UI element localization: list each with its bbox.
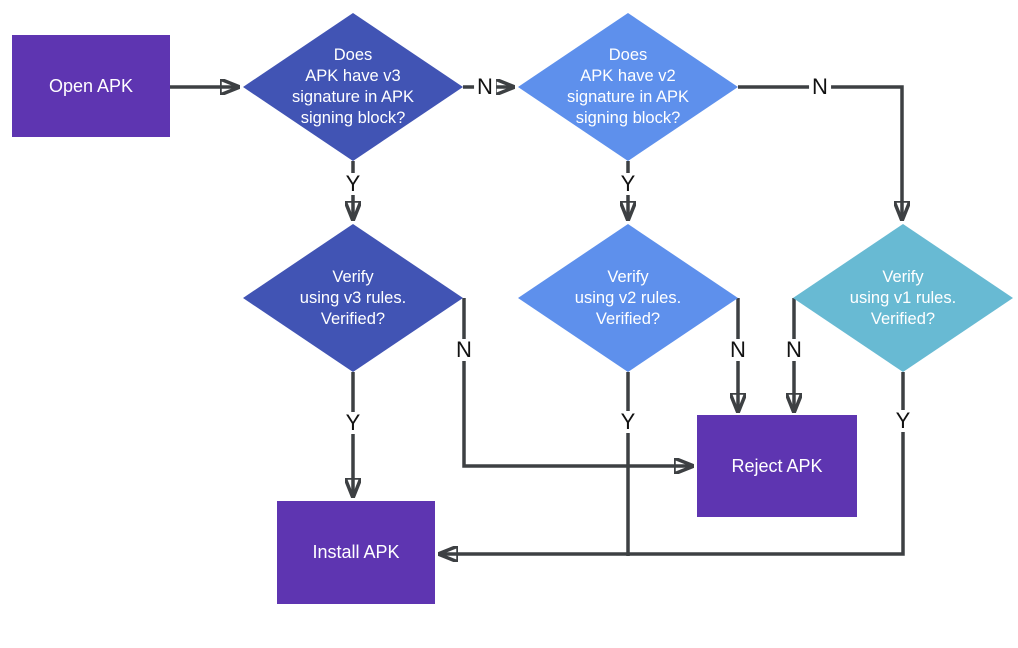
- edge-label-has-v2-yes: Y: [617, 173, 639, 195]
- node-install-apk-label: Install APK: [312, 542, 400, 562]
- decision-has-v2-signature-label: Does APK have v2 signature in APK signin…: [567, 46, 689, 127]
- edge-verify-v1-yes-to-install: [440, 372, 905, 554]
- edge-label-verify-v2-yes: Y: [617, 411, 639, 433]
- edge-label-verify-v3-no: N: [453, 339, 475, 361]
- decision-has-v3-signature-label: Does APK have v3 signature in APK signin…: [292, 46, 414, 127]
- edge-has-v2-no-to-verify-v1: [738, 85, 902, 219]
- node-reject-apk: Reject APK: [697, 415, 857, 517]
- edge-label-verify-v2-no: N: [727, 339, 749, 361]
- node-open-apk-label: Open APK: [48, 75, 134, 96]
- decision-verify-v2-rules-label: Verify using v2 rules. Verified?: [574, 267, 682, 328]
- edge-label-verify-v1-yes: Y: [892, 410, 914, 432]
- edge-label-verify-v1-no: N: [783, 339, 805, 361]
- edge-label-has-v3-yes: Y: [342, 173, 364, 195]
- edge-label-has-v2-no: N: [809, 76, 831, 98]
- edge-label-verify-v3-yes: Y: [342, 412, 364, 434]
- edge-label-has-v3-no: N: [474, 76, 496, 98]
- decision-verify-v3-rules-label: Verify using v3 rules. Verified?: [299, 267, 407, 328]
- node-reject-apk-label: Reject APK: [731, 455, 823, 476]
- node-open-apk: Open APK: [12, 35, 170, 137]
- decision-verify-v1-rules-label: Verify using v1 rules. Verified?: [849, 267, 957, 328]
- node-install-apk: Install APK: [277, 501, 435, 604]
